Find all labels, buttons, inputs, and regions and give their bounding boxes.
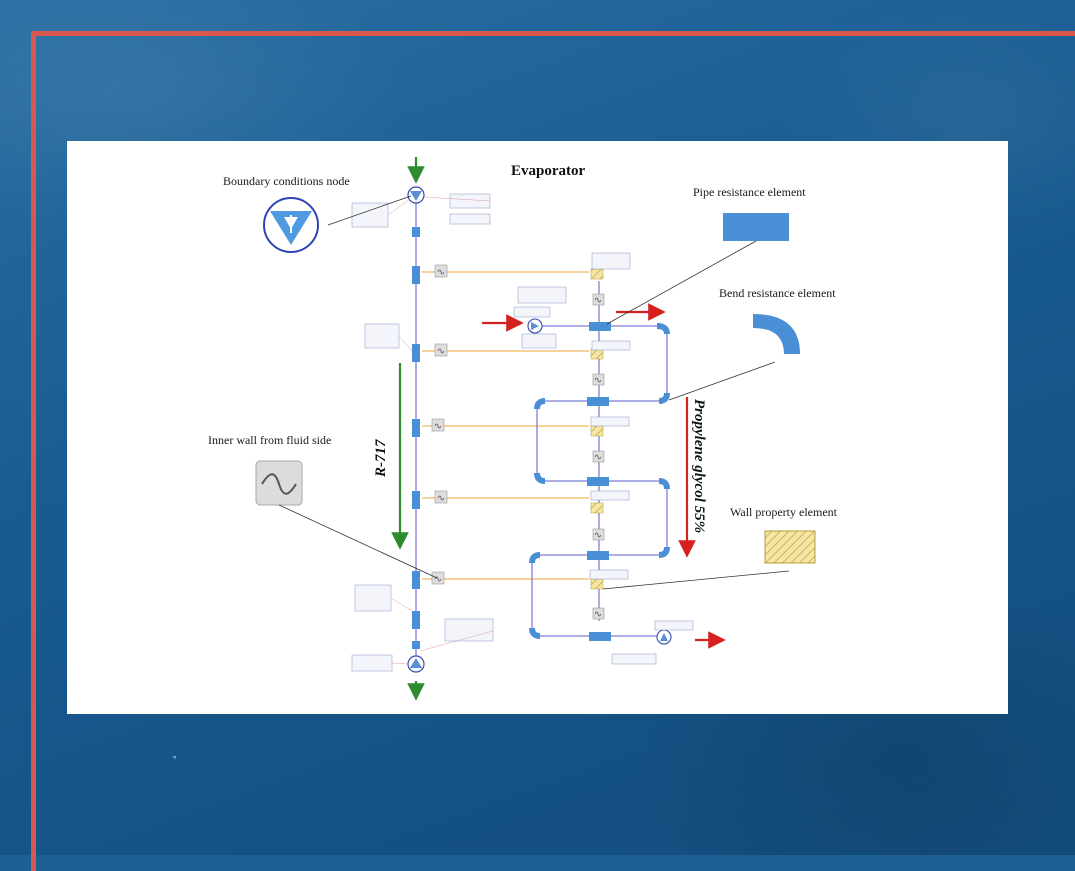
legend-wall-property-icon	[764, 530, 816, 564]
leader-boundary-node	[327, 195, 412, 226]
legend-inner-wall-icon	[255, 460, 303, 506]
leader-inner-wall	[278, 504, 438, 579]
footnote: 。	[173, 750, 183, 760]
refrigerant-column	[407, 186, 448, 673]
label-inner-wall: Inner wall from fluid side	[208, 433, 331, 447]
legend-bend-icon	[753, 314, 800, 354]
leader-wall-property	[602, 570, 790, 590]
coolant-pipes	[587, 322, 611, 641]
coolant-boundary-nodes	[527, 318, 672, 645]
legend-pipe-icon	[723, 213, 789, 241]
label-bend-element: Bend resistance element	[719, 286, 836, 300]
parameter-leaders	[387, 196, 494, 665]
leader-bend-element	[668, 361, 776, 401]
refrigerant-arrows	[391, 157, 425, 701]
label-boundary-node: Boundary conditions node	[223, 174, 350, 188]
diagram-canvas: Evaporator	[208, 157, 838, 701]
parameter-tables	[351, 193, 694, 672]
refrigerant-label: R-717	[373, 439, 389, 478]
coolant-bends	[529, 323, 670, 639]
label-wall-property: Wall property element	[730, 505, 838, 519]
label-pipe-element: Pipe resistance element	[693, 185, 806, 199]
evaporator-diagram: Evaporator	[67, 141, 1008, 714]
leader-pipe-element	[606, 240, 757, 325]
coolant-arrows	[482, 303, 726, 649]
wall-connections	[422, 271, 589, 580]
coolant-walls	[590, 268, 604, 590]
coolant-inner-walls	[592, 293, 605, 620]
diagram-title: Evaporator	[511, 163, 586, 179]
coolant-label: Propylene glycol 55%	[691, 399, 707, 533]
legend-boundary-node-icon	[263, 197, 319, 253]
slide-frame	[31, 31, 1075, 871]
